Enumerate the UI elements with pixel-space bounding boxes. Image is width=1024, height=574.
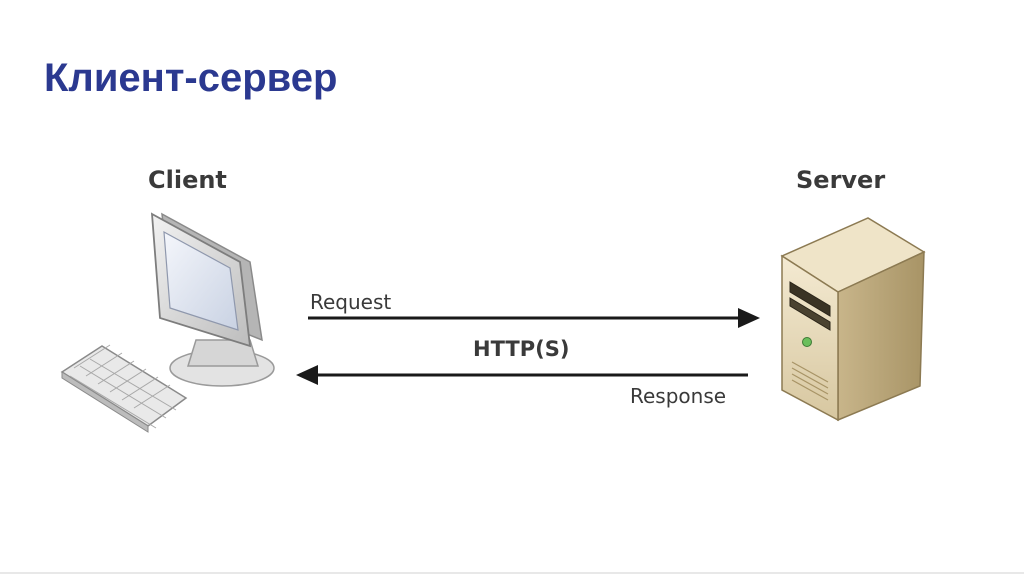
request-label: Request [310, 290, 391, 314]
request-arrow [308, 308, 760, 328]
response-arrow [296, 365, 748, 385]
slide-bottom-border [0, 572, 1024, 574]
client-label: Client [148, 166, 227, 194]
protocol-label: HTTP(S) [473, 337, 569, 361]
server-label: Server [796, 166, 885, 194]
computer-icon [150, 212, 275, 387]
keyboard-icon [60, 344, 188, 433]
page-title: Клиент-сервер [44, 56, 338, 100]
server-tower-icon [780, 217, 926, 422]
response-label: Response [630, 384, 726, 408]
